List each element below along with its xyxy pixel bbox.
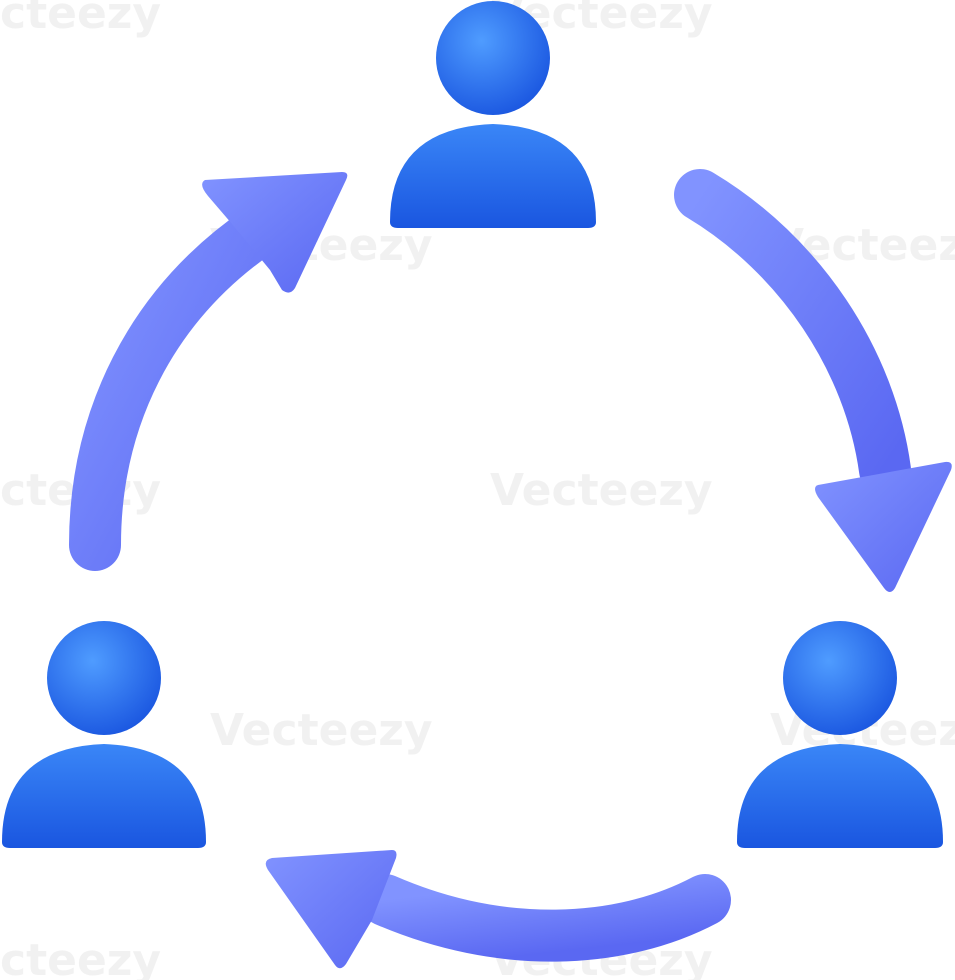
person-icon (390, 1, 596, 228)
watermark-text: Vecteezy (490, 465, 713, 516)
curved-arrow-icon (265, 850, 731, 969)
curved-arrow-icon (69, 172, 348, 571)
watermark-text: Vecteezy (210, 705, 433, 756)
person-icon (2, 621, 206, 848)
person-icon (737, 621, 943, 848)
curved-arrow-icon (674, 169, 952, 592)
watermark-text: cteezy (0, 935, 161, 980)
watermark-text: cteezy (0, 0, 161, 39)
